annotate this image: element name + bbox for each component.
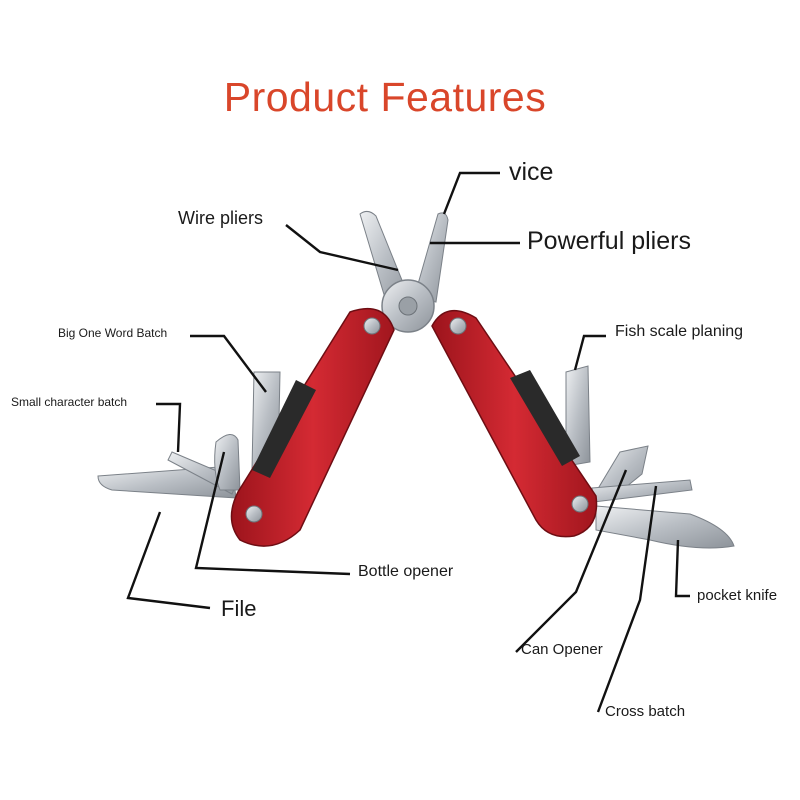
label-cross-batch: Cross batch [605, 703, 686, 720]
right-tools [565, 365, 735, 549]
right-jaw [413, 212, 449, 303]
left-handle [230, 307, 395, 547]
label-fish-scale-planing: Fish scale planing [615, 323, 744, 340]
leader-small-character-batch [156, 402, 182, 453]
leader-vice [442, 171, 500, 215]
label-bottle-opener: Bottle opener [358, 563, 454, 580]
label-pocket-knife: pocket knife [697, 587, 778, 604]
pocket-knife-tool [595, 505, 735, 549]
handles [230, 307, 598, 547]
bottle-opener-tool [214, 434, 241, 491]
leader-pocket-knife [674, 539, 690, 598]
label-wire-pliers: Wire pliers [178, 208, 264, 228]
label-file: File [221, 596, 257, 621]
leader-fish-scale [573, 334, 606, 371]
label-can-opener: Can Opener [521, 641, 603, 658]
label-powerful-pliers: Powerful pliers [527, 227, 691, 255]
leader-cross-batch [596, 485, 658, 713]
leader-can-opener [515, 469, 628, 653]
right-handle [431, 309, 598, 538]
page-title: Product Features [223, 74, 547, 120]
leader-wire-pliers [285, 224, 399, 272]
leader-file [126, 511, 211, 610]
label-small-character-batch: Small character batch [11, 395, 128, 409]
label-big-one-word-batch: Big One Word Batch [58, 326, 168, 340]
leader-lines [126, 171, 690, 713]
plier-jaws [359, 210, 449, 333]
leader-bottle-opener [194, 451, 351, 576]
label-vice: vice [509, 158, 554, 186]
leader-big-one-word-batch [190, 334, 267, 393]
